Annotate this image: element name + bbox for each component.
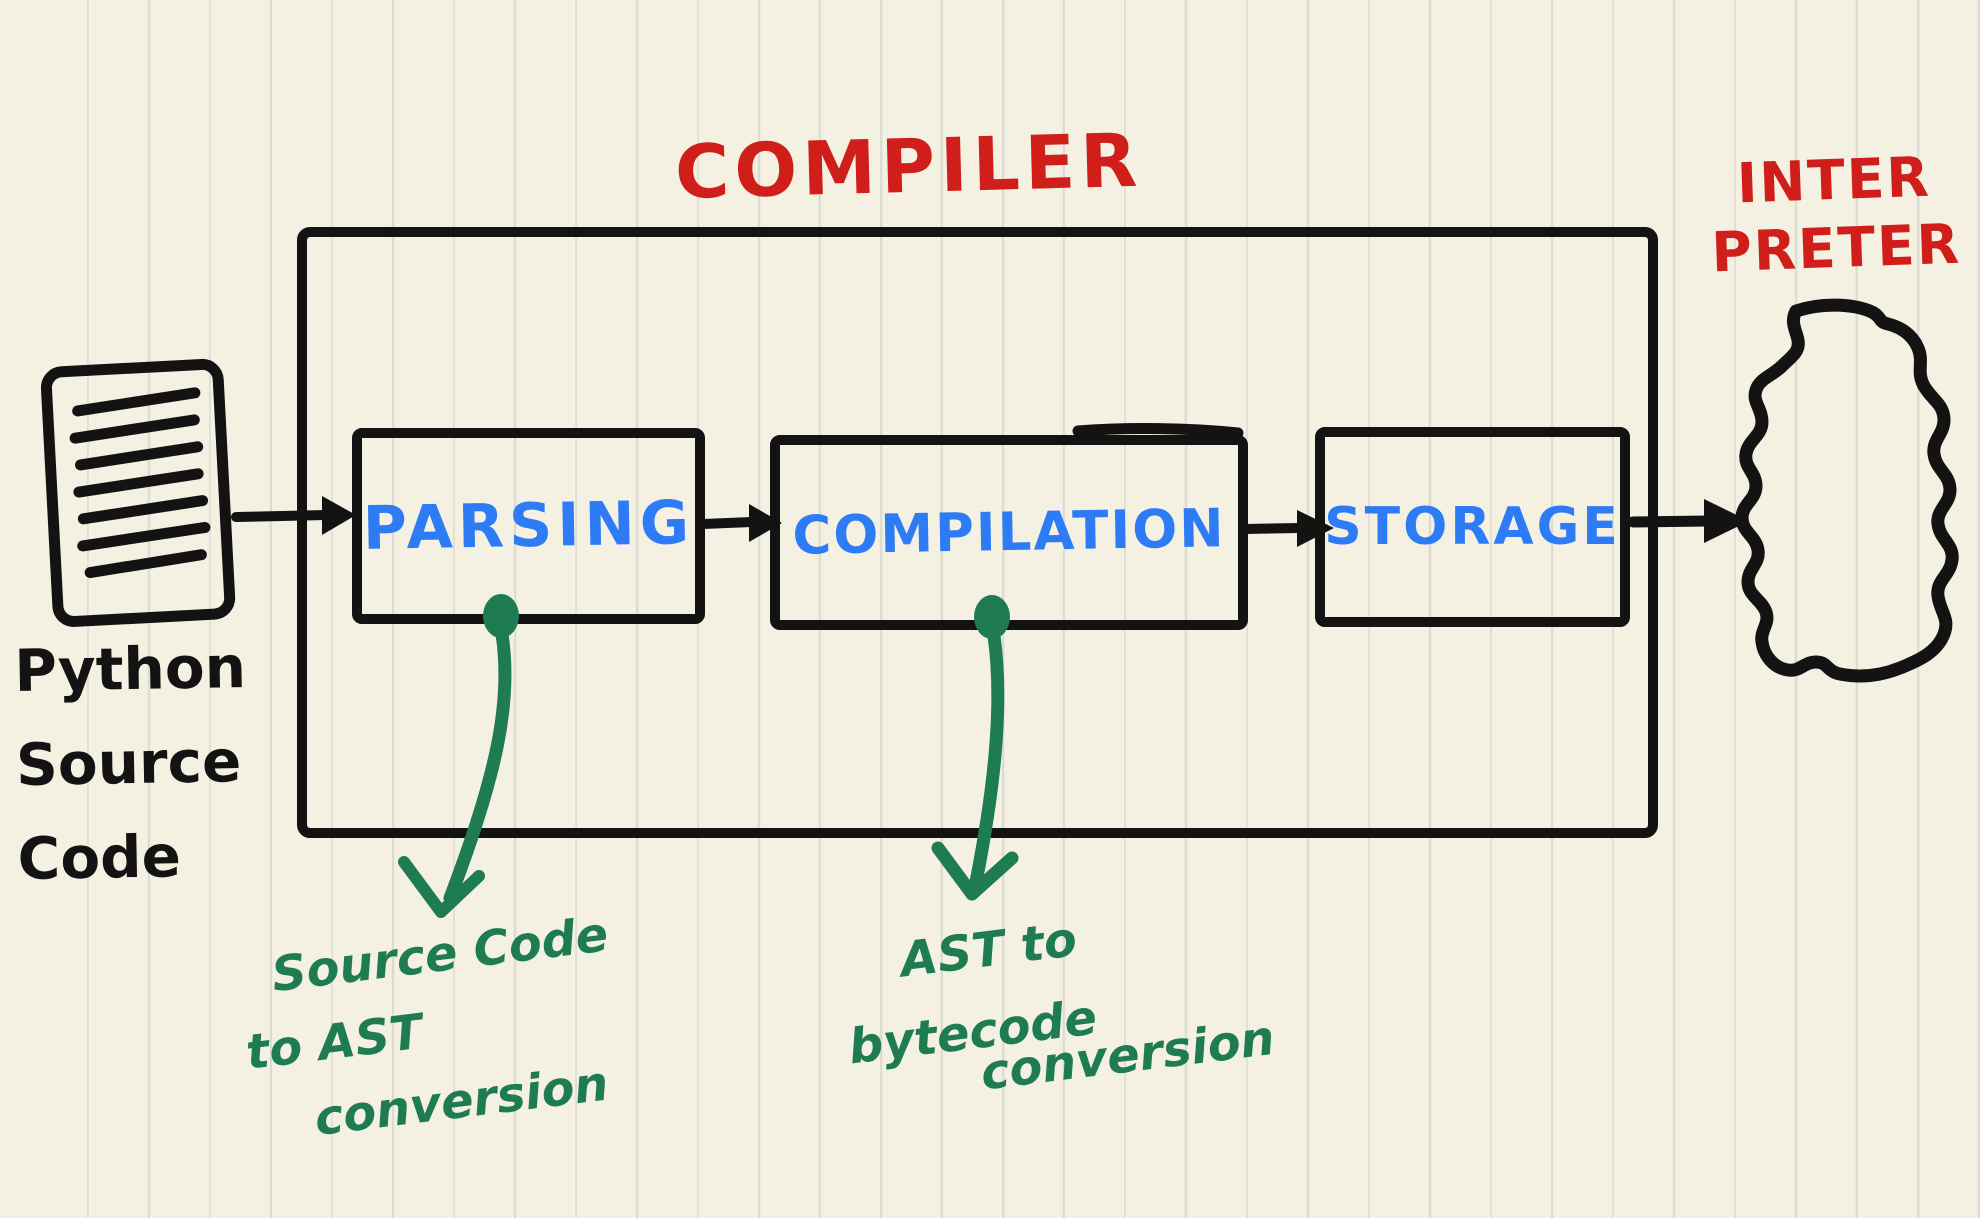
interpreter-label: INTER PRETER: [1688, 141, 1980, 287]
arrow-storage-to-interpreter: [1627, 499, 1749, 543]
stage-box-storage: STORAGE: [1320, 432, 1625, 622]
interpreter-blob-shape: [1735, 298, 1959, 683]
curved-arrow-compilation-annotation: [931, 595, 1019, 901]
python-source-code-label: Python Source Code: [14, 620, 250, 906]
interpreter-label-line1: INTER: [1735, 144, 1932, 216]
stage-box-compilation: COMPILATION: [773, 436, 1244, 629]
annotation-source-to-ast: Source Code to AST conversion: [223, 897, 630, 1164]
source-label-line2: Source: [15, 727, 242, 800]
stage-label-compilation: COMPILATION: [791, 498, 1227, 567]
stage-label-parsing: PARSING: [362, 488, 695, 564]
compiler-title: COMPILER: [673, 117, 1144, 217]
stage-box-parsing: PARSING: [355, 430, 701, 622]
arrow-parsing-to-compilation: [698, 504, 782, 542]
arrow-source-to-parsing: [231, 496, 356, 535]
curved-arrow-parsing-annotation: [398, 594, 519, 918]
stage-label-storage: STORAGE: [1324, 497, 1621, 557]
interpreter-label-line2: PRETER: [1710, 211, 1963, 285]
source-label-line3: Code: [17, 822, 182, 894]
arrow-compilation-to-storage: [1241, 510, 1334, 547]
source-label-line1: Python: [13, 632, 247, 706]
compiler-box-outline: [297, 227, 1658, 838]
document-icon: [40, 358, 236, 627]
